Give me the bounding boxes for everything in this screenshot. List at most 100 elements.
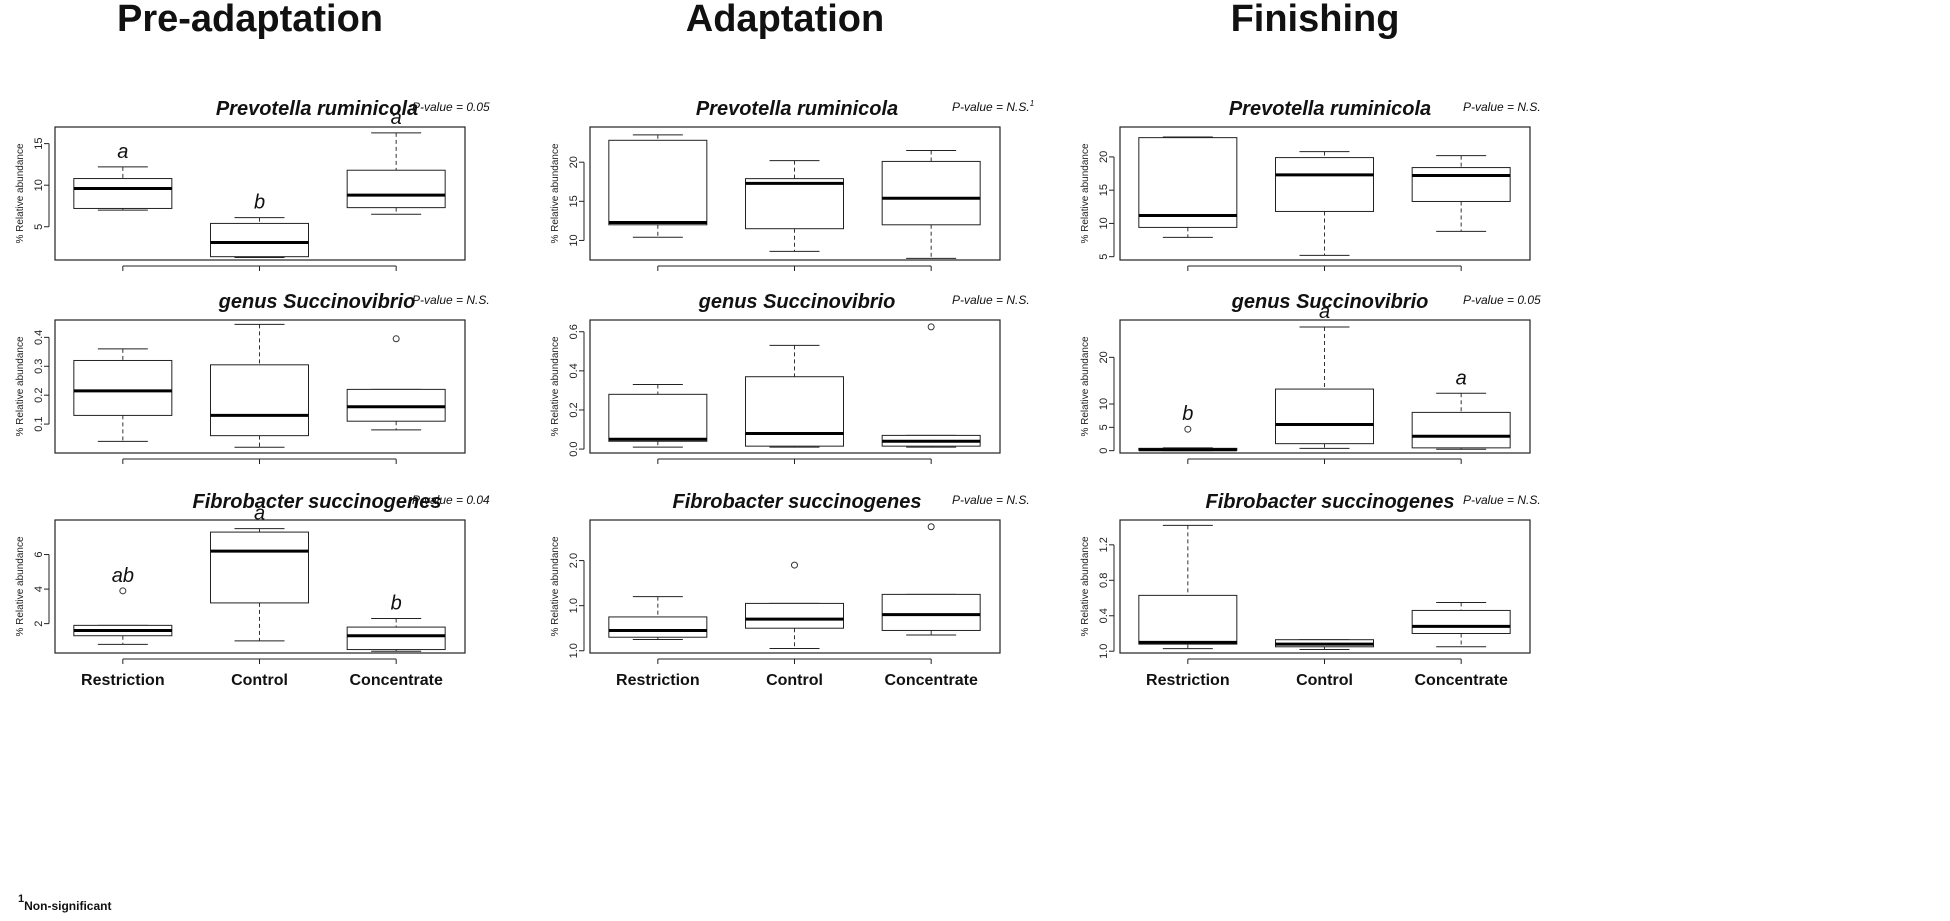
iqr-box xyxy=(1411,167,1511,202)
significance-letter: b xyxy=(1182,403,1193,425)
iqr-box xyxy=(346,626,446,651)
x-category-label-restriction: Restriction xyxy=(616,672,700,689)
y-tick-label: 2.0 xyxy=(568,553,580,568)
p-value-label: P-value = 0.05 xyxy=(412,100,490,114)
y-tick-label: 0.2 xyxy=(33,388,45,403)
footnote: 1Non-significant xyxy=(18,893,112,913)
y-tick-label: 4 xyxy=(33,586,45,592)
y-tick-label: 10 xyxy=(1098,217,1110,229)
y-tick-label: 0 xyxy=(1098,448,1110,454)
plot-frame xyxy=(589,126,1001,261)
iqr-box xyxy=(608,393,708,442)
y-tick-label: 1.0 xyxy=(568,643,580,658)
x-category-label-restriction: Restriction xyxy=(81,672,165,689)
y-tick-label: 0.0 xyxy=(568,441,580,456)
iqr-box xyxy=(1138,137,1238,228)
y-tick-label: 20 xyxy=(568,156,580,168)
x-category-label-concentrate: Concentrate xyxy=(349,672,442,689)
box-restriction xyxy=(608,384,708,448)
y-tick-label: 20 xyxy=(1098,351,1110,363)
y-tick-label: 15 xyxy=(1098,184,1110,196)
iqr-box xyxy=(73,178,173,209)
y-tick-label: 2 xyxy=(33,621,45,627)
y-tick-label: 1.2 xyxy=(1098,537,1110,552)
y-tick-label: 0.4 xyxy=(568,363,580,378)
box-concentrate: a xyxy=(1411,367,1511,450)
iqr-box xyxy=(881,593,981,631)
plot-frame xyxy=(1119,519,1531,654)
y-tick-label: 0.4 xyxy=(1098,608,1110,623)
outlier-point xyxy=(927,323,935,331)
box-restriction xyxy=(1138,136,1238,238)
panel-title: genus Succinovibrio xyxy=(218,291,416,313)
panel-title: Prevotella ruminicola xyxy=(1229,98,1431,120)
box-concentrate xyxy=(346,335,446,431)
p-value-label: P-value = N.S. xyxy=(952,293,1030,307)
y-tick-label: 0.8 xyxy=(1098,573,1110,588)
box-control: a xyxy=(1275,301,1374,449)
y-tick-label: 0.6 xyxy=(568,324,580,339)
plot-frame xyxy=(589,319,1001,454)
y-tick-label: 15 xyxy=(33,138,45,150)
iqr-box xyxy=(210,222,309,258)
y-axis-label: % Relative abundance xyxy=(1080,536,1091,637)
significance-letter: a xyxy=(391,107,402,129)
outlier-point xyxy=(119,587,127,595)
panel-title: genus Succinovibrio xyxy=(1231,291,1429,313)
y-axis-label: % Relative abundance xyxy=(15,336,26,437)
box-restriction: a xyxy=(73,141,173,211)
iqr-box xyxy=(745,178,844,230)
significance-letter: a xyxy=(117,141,128,163)
y-axis-label: % Relative abundance xyxy=(15,536,26,637)
p-value-label: P-value = N.S.1 xyxy=(952,99,1034,114)
iqr-box xyxy=(745,376,844,447)
y-tick-label: 5 xyxy=(1098,424,1110,430)
y-tick-label: 15 xyxy=(568,195,580,207)
box-restriction xyxy=(608,134,708,238)
y-axis-label: % Relative abundance xyxy=(550,536,561,637)
y-tick-label: 10 xyxy=(568,234,580,246)
p-value-label: P-value = 0.05 xyxy=(1463,293,1541,307)
footnote-text: Non-significant xyxy=(24,899,112,913)
footnote-mark: 1 xyxy=(18,893,25,905)
x-category-label-control: Control xyxy=(766,672,823,689)
iqr-box xyxy=(745,602,844,629)
y-tick-label: 0.1 xyxy=(33,416,45,431)
iqr-box xyxy=(210,364,309,437)
box-restriction: b xyxy=(1138,403,1238,452)
iqr-box xyxy=(1275,388,1374,445)
iqr-box xyxy=(1411,609,1511,634)
plot-frame xyxy=(1119,319,1531,454)
panel-title: Fibrobacter succinogenes xyxy=(673,491,922,513)
y-tick-label: 20 xyxy=(1098,151,1110,163)
box-concentrate xyxy=(881,149,981,259)
x-category-label-concentrate: Concentrate xyxy=(1414,672,1507,689)
y-tick-label: 6 xyxy=(33,551,45,557)
x-category-label-restriction: Restriction xyxy=(1146,672,1230,689)
iqr-box xyxy=(346,169,446,209)
box-concentrate: b xyxy=(346,592,446,652)
column-title-adaptation: Adaptation xyxy=(685,0,885,40)
iqr-box xyxy=(73,359,173,416)
plot-frame xyxy=(1119,126,1531,261)
box-control: a xyxy=(210,503,309,642)
plot-frame xyxy=(589,519,1001,654)
p-value-label: P-value = N.S. xyxy=(1463,493,1541,507)
x-category-label-control: Control xyxy=(231,672,288,689)
box-control xyxy=(1275,151,1374,256)
iqr-box xyxy=(608,139,708,226)
p-value-label: P-value = N.S. xyxy=(412,293,490,307)
significance-letter: b xyxy=(254,192,265,214)
iqr-box xyxy=(1275,157,1374,212)
y-tick-label: 1.0 xyxy=(1098,644,1110,659)
box-restriction xyxy=(608,596,708,640)
box-control xyxy=(745,344,844,448)
p-value-footnote-mark: 1 xyxy=(1030,99,1034,108)
x-category-label-concentrate: Concentrate xyxy=(884,672,977,689)
plot-frame xyxy=(54,319,466,454)
